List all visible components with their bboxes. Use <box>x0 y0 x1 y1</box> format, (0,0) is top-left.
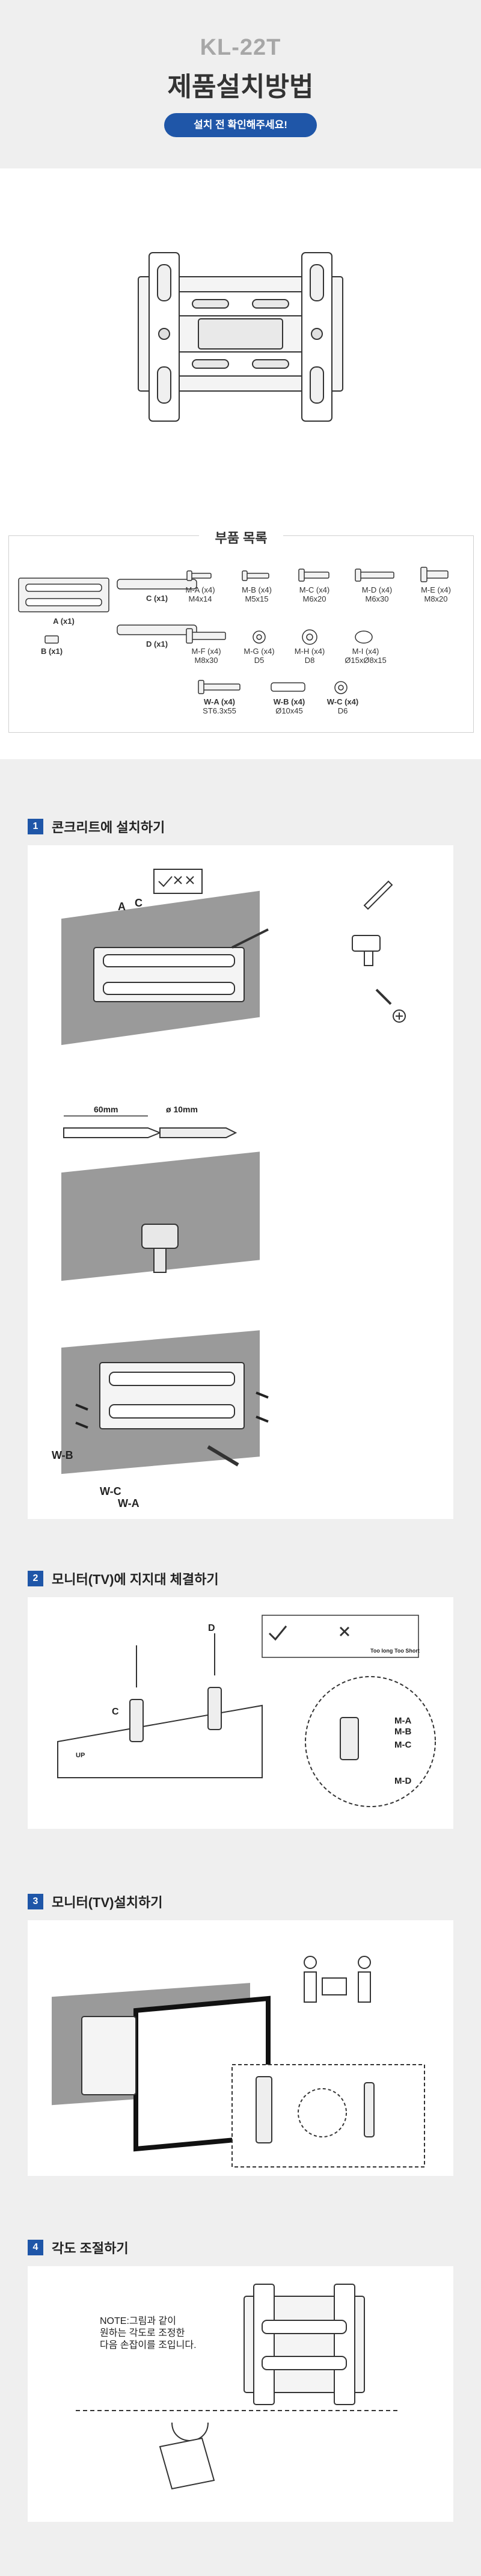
part-label-wb: W-B (x4)Ø10x45 <box>273 697 305 715</box>
tv-mount-illustration <box>52 1956 425 2168</box>
label-wb: W-B <box>52 1449 73 1461</box>
section-3-panel <box>28 1920 453 2176</box>
model-name: KL-22T <box>200 35 281 60</box>
angle-note-line-2: 원하는 각도로 조정한 <box>100 2328 185 2338</box>
label-md: M-D <box>394 1776 411 1786</box>
angle-note-line-1: NOTE:그림과 같이 <box>100 2316 176 2326</box>
part-label-d: D (x1) <box>146 639 168 649</box>
section-1-number: 1 <box>28 819 43 834</box>
part-label-wc: W-C (x4)D6 <box>326 697 359 715</box>
section-2-title: 모니터(TV)에 지지대 체결하기 <box>52 1572 219 1587</box>
angle-note-line-3: 다음 손잡이를 조입니다. <box>100 2340 197 2350</box>
section-3-title: 모니터(TV)설치하기 <box>52 1895 163 1910</box>
parts-drawings <box>18 567 449 694</box>
section-1-panel: A C 60mm ø 10mm <box>28 845 453 1519</box>
label-ma: M-A <box>394 1716 411 1726</box>
product-hero <box>0 168 481 523</box>
section-3-number: 3 <box>28 1894 43 1909</box>
label-bit: ø 10mm <box>166 1105 198 1114</box>
notice-badge: 설치 전 확인해주세요! <box>164 113 317 137</box>
section-2-heading: 2 모니터(TV)에 지지대 체결하기 <box>28 1569 219 1588</box>
label-up: UP <box>76 1752 85 1759</box>
label-too-short: Too Short <box>394 1648 420 1654</box>
part-label-b: B (x1) <box>40 647 63 656</box>
section-1-heading: 1 콘크리트에 설치하기 <box>28 817 165 836</box>
section-2-number: 2 <box>28 1571 43 1586</box>
label-wa: W-A <box>118 1497 139 1509</box>
section-4-number: 4 <box>28 2240 43 2255</box>
tv-bracket-attach-illustration: C D UP Too long Too Short M-A M-B M-C M-… <box>57 1615 436 1807</box>
page-title: 제품설치방법 <box>167 72 314 102</box>
bracket-illustration <box>138 252 343 422</box>
section-1-title: 콘크리트에 설치하기 <box>52 820 165 835</box>
label-mc: M-C <box>394 1740 411 1750</box>
label-c2: C <box>112 1707 119 1717</box>
part-label-mf: M-F (x4)M8x30 <box>191 647 221 665</box>
section-4-heading: 4 각도 조절하기 <box>28 2238 129 2257</box>
part-label-mh: M-H (x4)D8 <box>294 647 325 665</box>
section-2-panel: C D UP Too long Too Short M-A M-B M-C M-… <box>28 1597 453 1829</box>
header-band: KL-22T 제품설치방법 설치 전 확인해주세요! <box>0 0 481 168</box>
part-label-mb: M-B (x4)M5x15 <box>242 585 272 603</box>
part-label-me: M-E (x4)M8x20 <box>421 585 451 603</box>
label-a: A <box>118 901 126 913</box>
section-4-title: 각도 조절하기 <box>52 2241 129 2256</box>
label-wc: W-C <box>100 1485 121 1497</box>
concrete-install-illustration: A C 60mm ø 10mm <box>52 869 406 1509</box>
label-depth: 60mm <box>94 1105 118 1114</box>
parts-list: 부품 목록 <box>8 528 474 733</box>
part-label-md: M-D (x4)M6x30 <box>361 585 393 603</box>
part-label-mi: M-I (x4)Ø15xØ8x15 <box>345 647 387 665</box>
part-label-mg: M-G (x4)D5 <box>244 647 275 665</box>
part-label-c: C (x1) <box>146 594 168 603</box>
label-d2: D <box>208 1623 215 1633</box>
label-c: C <box>135 897 142 909</box>
label-too-long: Too long <box>370 1648 393 1654</box>
section-4-panel: NOTE:그림과 같이 원하는 각도로 조정한 다음 손잡이를 조입니다. <box>28 2266 453 2522</box>
part-label-ma: M-A (x4)M4x14 <box>185 585 215 603</box>
part-label-wa: W-A (x4)ST6.3x55 <box>203 697 236 715</box>
parts-title: 부품 목록 <box>199 528 283 547</box>
label-mb: M-B <box>394 1727 411 1737</box>
angle-note: NOTE:그림과 같이 원하는 각도로 조정한 다음 손잡이를 조입니다. <box>100 2316 244 2352</box>
angle-adjust-illustration <box>76 2284 400 2490</box>
part-label-mc: M-C (x4)M6x20 <box>299 585 330 603</box>
part-label-a: A (x1) <box>53 617 75 626</box>
section-3-heading: 3 모니터(TV)설치하기 <box>28 1892 162 1911</box>
